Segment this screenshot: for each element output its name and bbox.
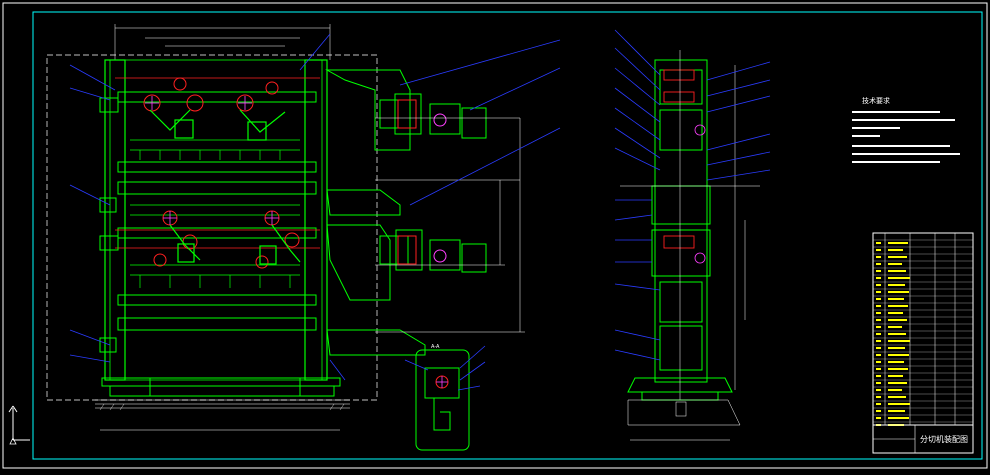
outer-frame — [2, 2, 988, 469]
section-label: A-A — [431, 344, 440, 350]
inner-frame — [32, 11, 983, 460]
front-view — [46, 24, 561, 431]
drawing-title: 分切机装配图 — [920, 435, 968, 444]
technical-notes-title: 技术要求 — [862, 97, 890, 105]
title-block — [872, 232, 974, 454]
side-view — [614, 29, 771, 441]
technical-notes — [852, 111, 960, 163]
ucs-axis-icon — [8, 405, 30, 445]
section-detail — [404, 345, 486, 451]
